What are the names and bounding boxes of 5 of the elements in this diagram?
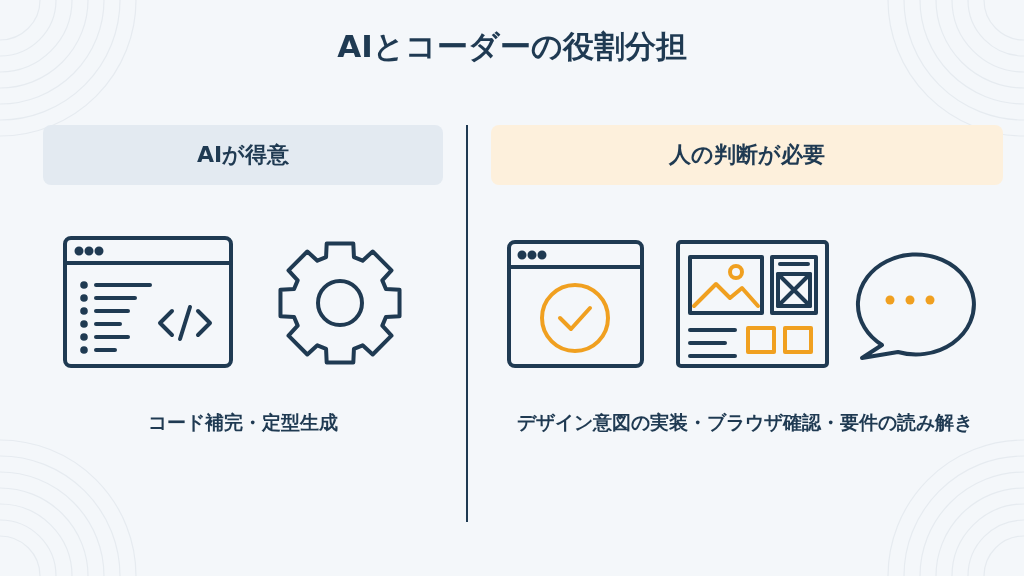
caption: デザイン意図の実装・ブラウザ確認・要件の読み解き bbox=[516, 410, 974, 435]
section-header: AIが得意 bbox=[43, 125, 443, 185]
caption: コード補完・定型生成 bbox=[147, 410, 339, 435]
title: AIとコーダーの役割分担 bbox=[336, 27, 688, 66]
section-header: 人の判断が必要 bbox=[491, 125, 1003, 185]
